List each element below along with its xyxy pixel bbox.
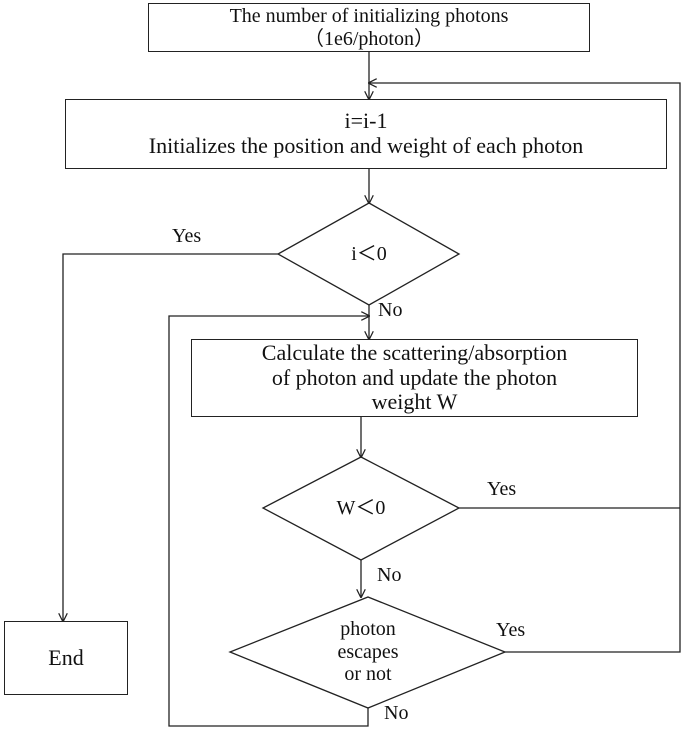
- decision-w-text: W＜0: [336, 496, 386, 519]
- arrow-escape-no-to-calc: [168, 316, 369, 727]
- calc-scatter-line1: Calculate the scattering/absorption: [261, 340, 568, 366]
- decision-i-text: i＜0: [351, 242, 387, 265]
- end-text: End: [48, 644, 84, 670]
- edge-label-escape-yes: Yes: [496, 619, 526, 641]
- calc-scatter-line2: of photon and update the photon: [271, 364, 558, 390]
- loop-init-line2: Initializes the position and weight of e…: [148, 133, 584, 158]
- edge-label-w-no: No: [377, 564, 402, 586]
- edge-label-i-yes: Yes: [172, 225, 202, 247]
- decision-escape-line2: escapes: [337, 640, 399, 663]
- decision-escape-label: photon escapes or not: [300, 609, 436, 695]
- calc-scatter-line3: weight W: [371, 389, 458, 415]
- arrow-decision-i-yes-to-end: [63, 253, 278, 621]
- calc-scatter-box: Calculate the scattering/absorption of p…: [191, 339, 638, 417]
- edge-label-escape-no: No: [384, 702, 409, 724]
- decision-escape-line3: or not: [344, 663, 392, 686]
- end-box: End: [4, 621, 128, 695]
- loop-init-box: i=i-1 Initializes the position and weigh…: [65, 99, 667, 169]
- init-photons-box: The number of initializing photons （1e6/…: [148, 3, 590, 52]
- decision-i-label: i＜0: [318, 236, 420, 272]
- init-photons-line2: （1e6/photon）: [304, 27, 434, 50]
- loop-init-line1: i=i-1: [344, 108, 388, 134]
- init-photons-line1: The number of initializing photons: [229, 5, 509, 28]
- decision-escape-line1: photon: [340, 618, 396, 641]
- arrow-escape-yes-to-loop: [369, 83, 681, 653]
- edge-label-w-yes: Yes: [487, 478, 517, 500]
- edge-label-i-no: No: [378, 299, 403, 321]
- decision-w-label: W＜0: [310, 490, 412, 526]
